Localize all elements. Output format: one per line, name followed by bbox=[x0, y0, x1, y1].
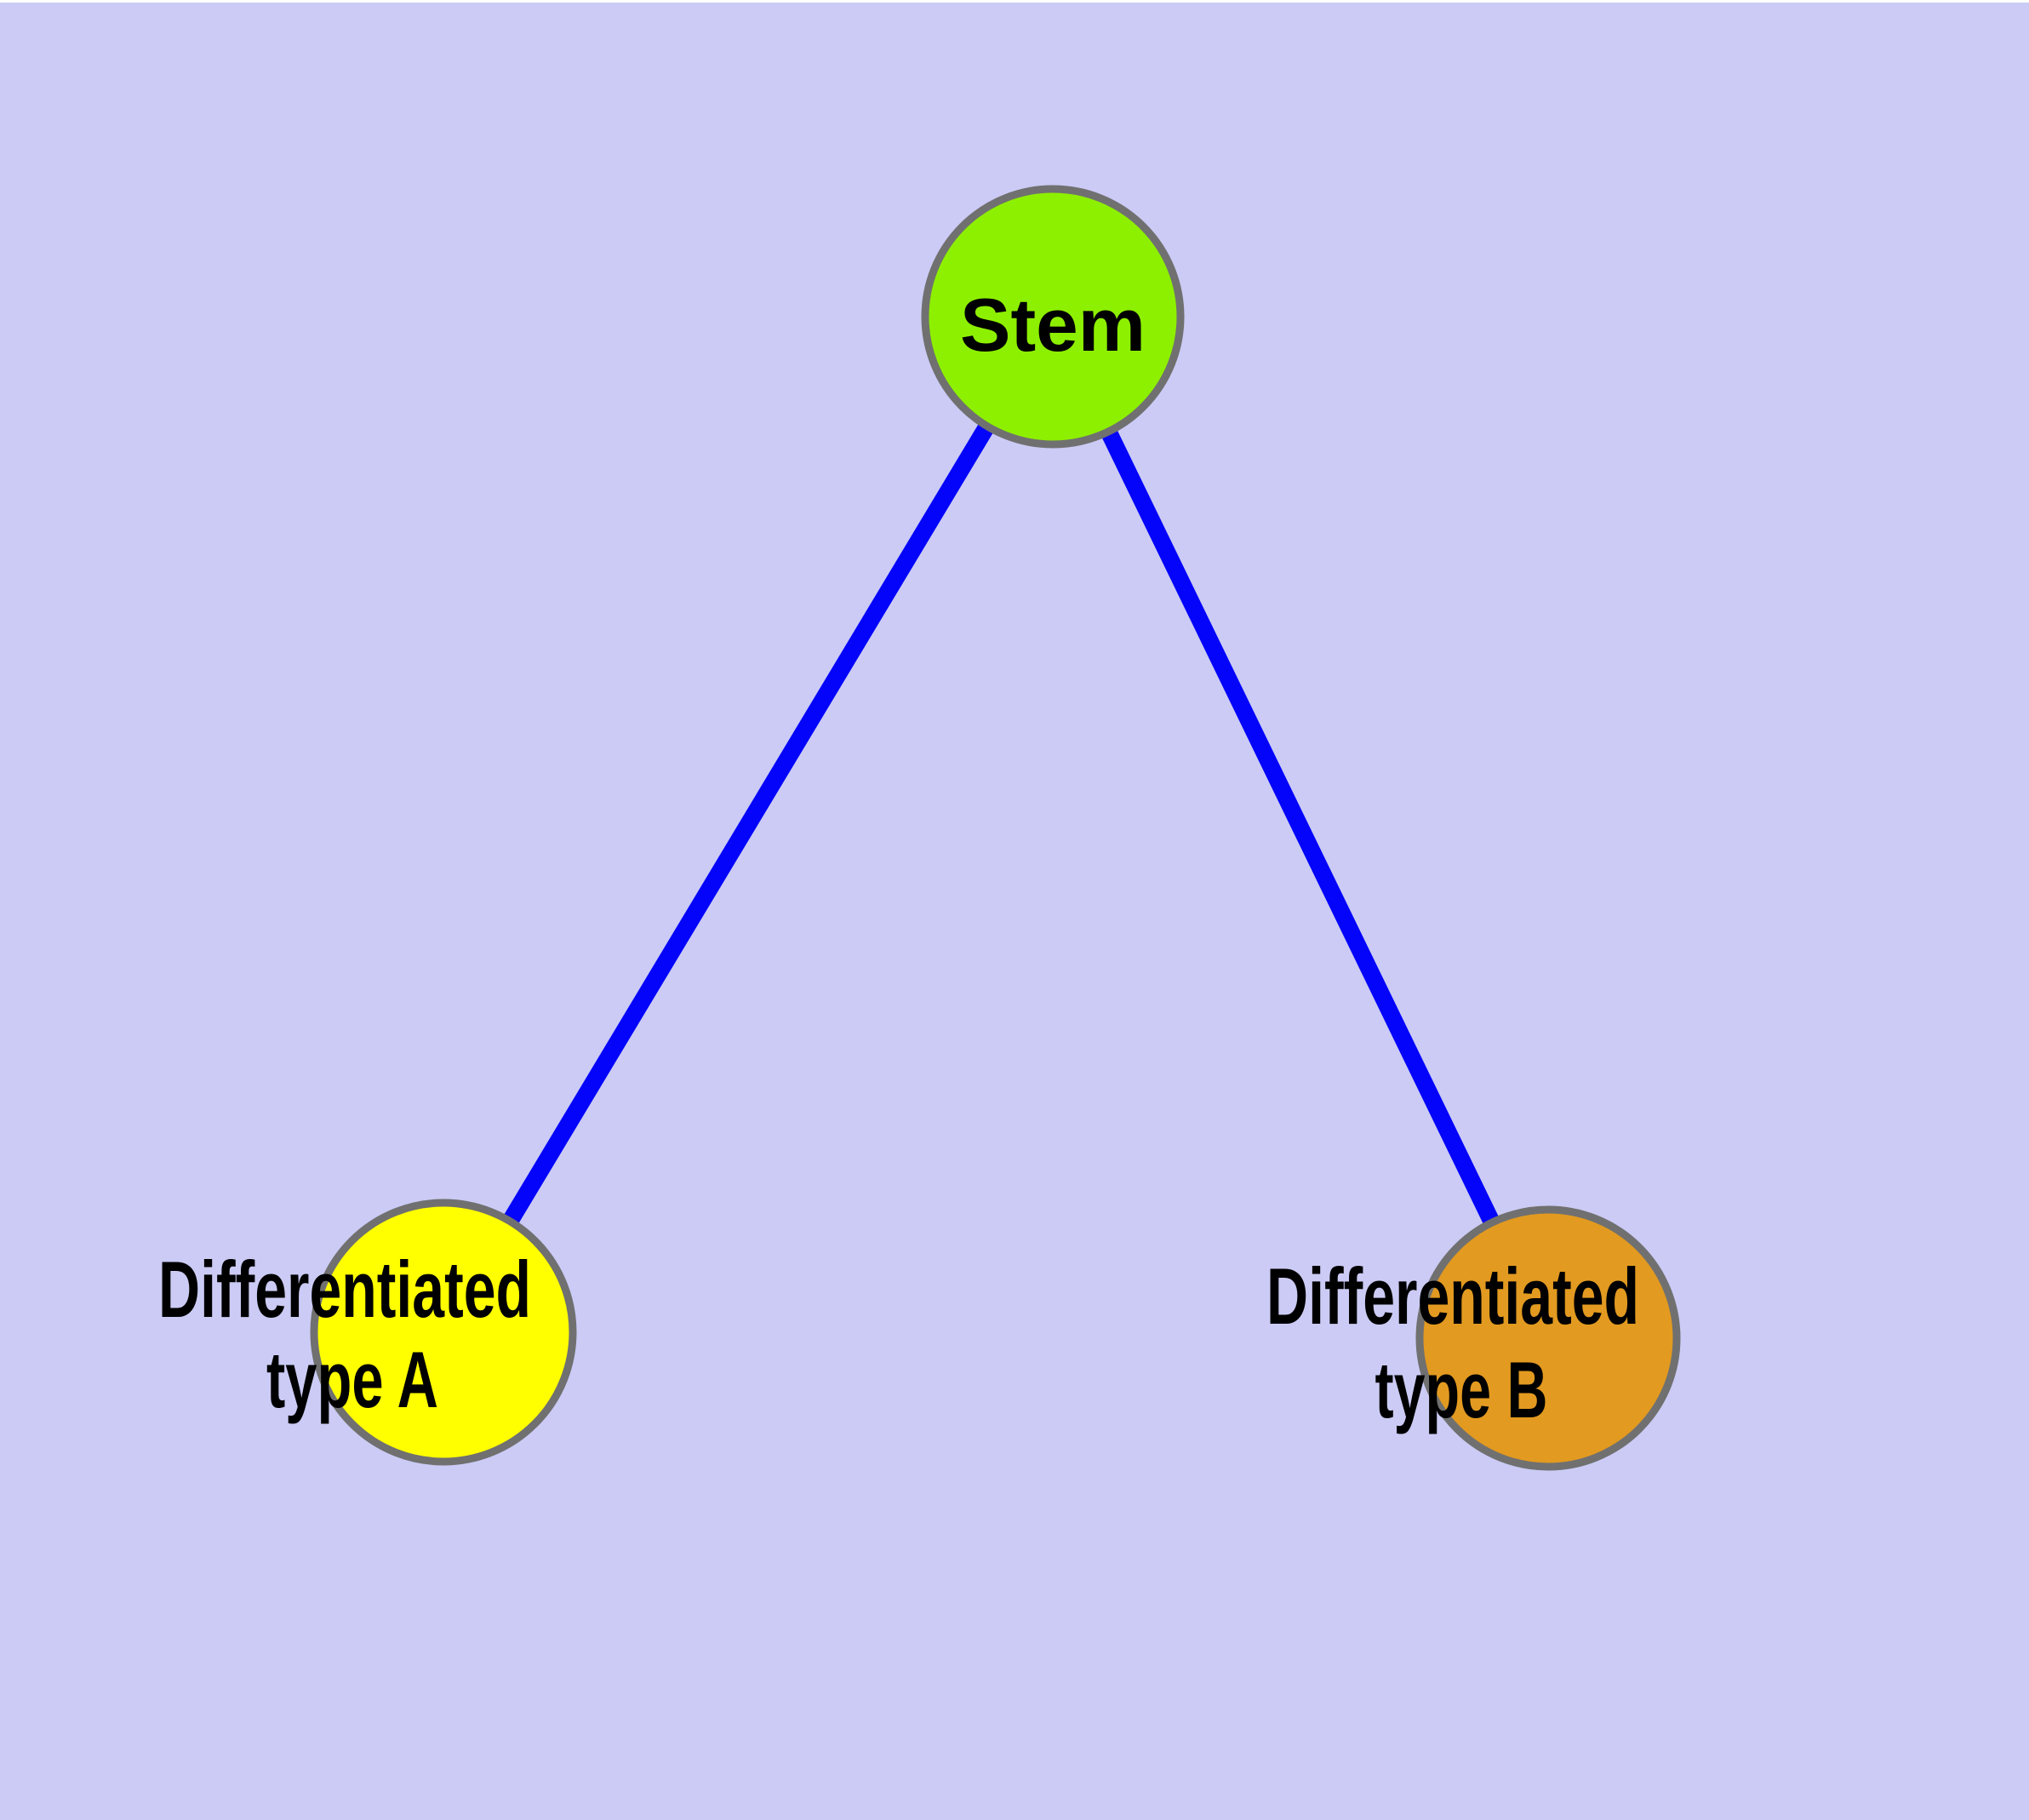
node-stem-label: Stem bbox=[960, 283, 1146, 367]
edge-stem-to-type-b bbox=[1045, 312, 1556, 1342]
node-type-b-label-line2: type B bbox=[1375, 1345, 1548, 1434]
edge-stem-to-type-a bbox=[436, 312, 1060, 1337]
node-differentiated-type-b bbox=[1415, 1205, 1681, 1471]
node-differentiated-type-a bbox=[310, 1199, 577, 1466]
node-type-b-label-line1: Differentiated bbox=[1266, 1251, 1639, 1341]
node-type-a-label-line2: type A bbox=[266, 1335, 438, 1424]
node-type-a-label-line1: Differentiated bbox=[158, 1245, 531, 1334]
node-stem bbox=[921, 185, 1185, 449]
